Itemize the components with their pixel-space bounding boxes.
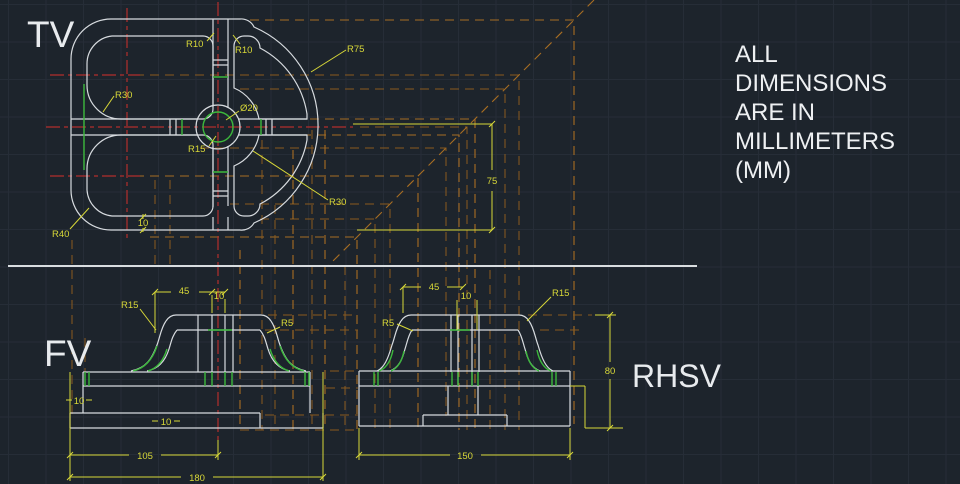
fv-180-label: 180	[189, 473, 205, 484]
side-view-label: RHSV	[632, 358, 722, 394]
tv-r10-left-label: R10	[186, 39, 203, 50]
tv-r30-left-label: R30	[115, 90, 132, 101]
miter-line	[327, 0, 595, 267]
side-view-green-marks	[373, 329, 557, 386]
units-note: ALL DIMENSIONS ARE IN MILLIMETERS (MM)	[735, 41, 895, 184]
sv-45-label: 45	[429, 282, 440, 293]
fv-r5-label: R5	[281, 318, 293, 329]
front-view-label: FV	[44, 333, 92, 374]
hub-circle	[195, 104, 241, 150]
tv-r10-right-label: R10	[235, 45, 252, 56]
dimension-lines	[66, 32, 623, 481]
fv-45-label: 45	[179, 286, 190, 297]
front-view-green-marks	[84, 329, 310, 386]
note-line-1: ALL	[735, 41, 778, 68]
tv-rim-10-label: 10	[138, 218, 149, 229]
view-labels: TV FV RHSV	[27, 14, 722, 394]
projection-lines	[71, 0, 595, 431]
fv-10-left-label: 10	[74, 396, 85, 407]
sv-80-label: 80	[605, 366, 616, 377]
dimension-labels: R10 R10 R75 R30 Ø20 R15 R30 R40 10 75 45…	[52, 39, 615, 484]
top-view-geometry	[70, 18, 319, 231]
sv-10-top-label: 10	[461, 291, 472, 302]
sv-r15-label: R15	[552, 288, 569, 299]
top-view-label: TV	[27, 14, 75, 55]
tv-dia20-label: Ø20	[240, 103, 258, 114]
proj-75-label: 75	[487, 176, 498, 187]
bore-circle	[202, 111, 234, 143]
fv-10-top-label: 10	[214, 291, 225, 302]
fv-r15-label: R15	[121, 300, 138, 311]
note-line-3: ARE IN	[735, 99, 815, 126]
fv-105-label: 105	[137, 451, 153, 462]
note-line-2: DIMENSIONS	[735, 70, 887, 97]
front-view-geometry	[69, 314, 324, 429]
note-line-4: MILLIMETERS	[735, 128, 895, 155]
fv-10-mid-label: 10	[161, 417, 172, 428]
tv-r30-right-label: R30	[329, 197, 346, 208]
tv-r15-label: R15	[188, 144, 205, 155]
tv-r75-label: R75	[347, 44, 364, 55]
note-line-5: (MM)	[735, 157, 791, 184]
top-view-green-marks	[83, 76, 262, 173]
sv-r5-label: R5	[382, 318, 394, 329]
centerlines	[46, 2, 353, 442]
tv-r40-label: R40	[52, 229, 69, 240]
sv-150-label: 150	[457, 451, 473, 462]
